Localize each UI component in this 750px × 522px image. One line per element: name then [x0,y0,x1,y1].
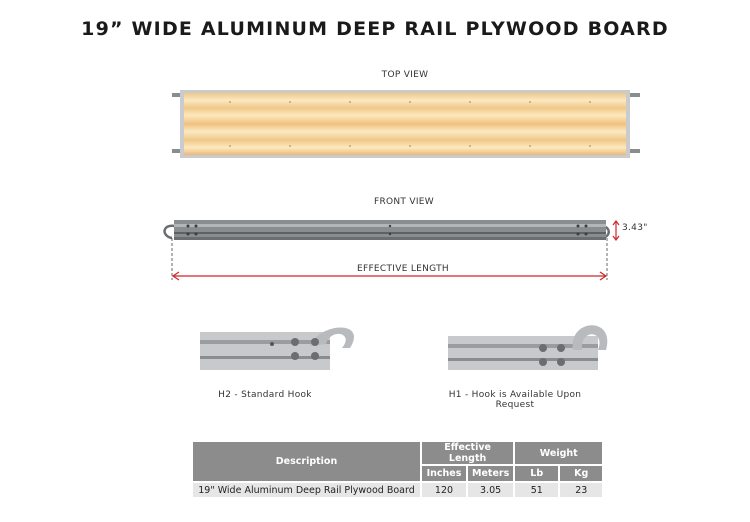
spec-table: Description Effective Length Weight Inch… [191,440,604,499]
h1-hook-image [448,325,608,370]
header-effective-length: Effective Length [422,442,514,464]
subheader-kg: Kg [560,466,603,481]
effective-length-label: EFFECTIVE LENGTH [338,264,468,274]
page-title: 19” WIDE ALUMINUM DEEP RAIL PLYWOOD BOAR… [81,18,669,40]
cell-kg: 23 [560,483,603,497]
subheader-inches: Inches [422,466,466,481]
subheader-meters: Meters [468,466,514,481]
front-view-drawing [163,220,620,281]
cell-lb: 51 [515,483,559,497]
top-view-drawing [172,90,640,158]
front-view-label: FRONT VIEW [373,197,434,207]
top-view-label: TOP VIEW [381,70,429,80]
h1-hook-caption: H1 - Hook is Available Upon Request [448,390,582,410]
header-description: Description [193,442,420,481]
h2-hook-image [200,327,355,370]
height-dimension-label: 3.43" [622,223,648,233]
cell-description: 19" Wide Aluminum Deep Rail Plywood Boar… [193,483,420,497]
cell-meters: 3.05 [468,483,514,497]
h2-hook-caption: H2 - Standard Hook [218,390,312,400]
header-weight: Weight [515,442,603,464]
cell-inches: 120 [422,483,466,497]
table-row: 19" Wide Aluminum Deep Rail Plywood Boar… [193,483,603,497]
subheader-lb: Lb [515,466,559,481]
